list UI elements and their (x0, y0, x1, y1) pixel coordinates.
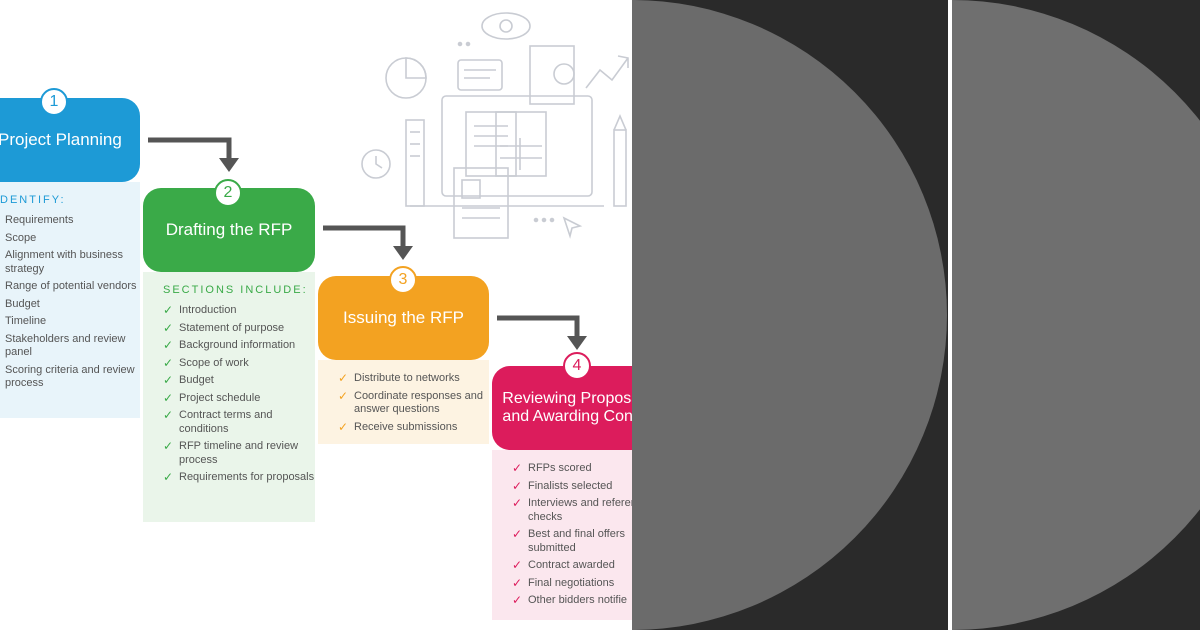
check-icon: ✓ (338, 388, 349, 403)
check-icon: ✓ (512, 478, 523, 493)
list-item: ✓Distribute to networks (338, 371, 460, 385)
step-2-number-badge: 2 (214, 179, 242, 207)
check-icon: ✓ (163, 390, 174, 405)
list-item: ✓Finalists selected (512, 478, 613, 493)
placeholder-disc (632, 0, 947, 630)
list-item: ✓Statement of purpose (163, 320, 285, 335)
check-icon: ✓ (163, 439, 174, 453)
list-item: Budget (5, 297, 40, 310)
step-2-list: ✓Introduction ✓Statement of purpose ✓Bac… (143, 303, 315, 485)
step-2-section-title: SECTIONS INCLUDE: (163, 284, 308, 296)
list-item: Alignment with business strategy (5, 249, 124, 275)
list-item: ✓Introduction (163, 303, 237, 317)
list-item: ✓Contract terms and conditions (163, 408, 273, 435)
list-item: ✓Receive submissions (338, 419, 458, 434)
list-item: Scope (5, 231, 37, 244)
arrowhead-1 (219, 158, 239, 172)
check-icon: ✓ (512, 527, 523, 541)
placeholder-panel-2 (952, 0, 1200, 630)
list-item: Timeline (5, 315, 47, 327)
check-icon: ✓ (512, 461, 523, 475)
list-item: Range of potential vendors (5, 280, 137, 292)
check-icon: ✓ (163, 408, 174, 422)
list-item: ✓Other bidders notifie (512, 593, 628, 607)
list-item: Stakeholders and review panel (5, 332, 126, 359)
check-icon: ✓ (512, 496, 523, 510)
step-3-details: ✓Distribute to networks ✓Coordinate resp… (318, 360, 489, 444)
check-icon: ✓ (338, 419, 349, 434)
step-1-details: DENTIFY: Requirements Scope Alignment wi… (0, 182, 140, 418)
list-item: ✓Background information (163, 338, 296, 352)
check-icon: ✓ (163, 355, 174, 370)
analytics-illustration-icon (361, 12, 629, 239)
list-item: ✓Contract awarded (512, 558, 615, 572)
step-2-details: SECTIONS INCLUDE: ✓Introduction ✓Stateme… (143, 272, 315, 522)
check-icon: ✓ (163, 338, 174, 352)
step-4-number-badge: 4 (563, 352, 591, 380)
check-icon: ✓ (512, 558, 523, 572)
list-item: ✓Scope of work (163, 355, 249, 370)
step-3-list: ✓Distribute to networks ✓Coordinate resp… (318, 371, 489, 434)
check-icon: ✓ (163, 303, 174, 317)
check-icon: ✓ (163, 320, 174, 335)
check-icon: ✓ (163, 470, 174, 484)
arrow-3-to-4 (497, 315, 580, 338)
rfp-process-diagram: DENTIFY: Requirements Scope Alignment wi… (0, 12, 632, 620)
placeholder-panel-1 (632, 0, 948, 630)
check-icon: ✓ (338, 371, 349, 385)
list-item: ✓Interviews and reference checks (512, 496, 632, 523)
panel-divider (948, 0, 952, 630)
step-1-number-badge: 1 (40, 88, 68, 116)
check-icon: ✓ (512, 593, 523, 607)
list-item: ✓Best and final offers submitted (512, 527, 626, 554)
check-icon: ✓ (163, 373, 174, 387)
step-4-list: ✓RFPs scored ✓Finalists selected ✓Interv… (492, 461, 632, 608)
list-item: Requirements (5, 214, 74, 226)
check-icon: ✓ (512, 575, 523, 590)
list-item: ✓Project schedule (163, 390, 261, 405)
step-1-header: Project Planning (0, 98, 140, 182)
arrowhead-3 (567, 336, 587, 350)
list-item: ✓RFPs scored (512, 461, 592, 475)
step-1-section-title: DENTIFY: (0, 194, 66, 206)
step-1-list: Requirements Scope Alignment with busine… (0, 214, 140, 391)
list-item: ✓RFP timeline and review process (163, 439, 299, 466)
list-item: ✓Budget (163, 373, 214, 387)
list-item: ✓Requirements for proposals (163, 470, 315, 484)
step-4-details: ✓RFPs scored ✓Finalists selected ✓Interv… (492, 450, 632, 620)
step-3-number-badge: 3 (389, 266, 417, 294)
step-4-header: Reviewing Proposals and Awarding Contra (492, 366, 632, 450)
step-2-header: Drafting the RFP (143, 188, 315, 272)
list-item: ✓Coordinate responses and answer questio… (338, 388, 484, 415)
arrow-1-to-2 (148, 137, 232, 160)
placeholder-disc (952, 0, 1200, 630)
list-item: Scoring criteria and review process (5, 363, 135, 390)
list-item: ✓Final negotiations (512, 575, 615, 590)
